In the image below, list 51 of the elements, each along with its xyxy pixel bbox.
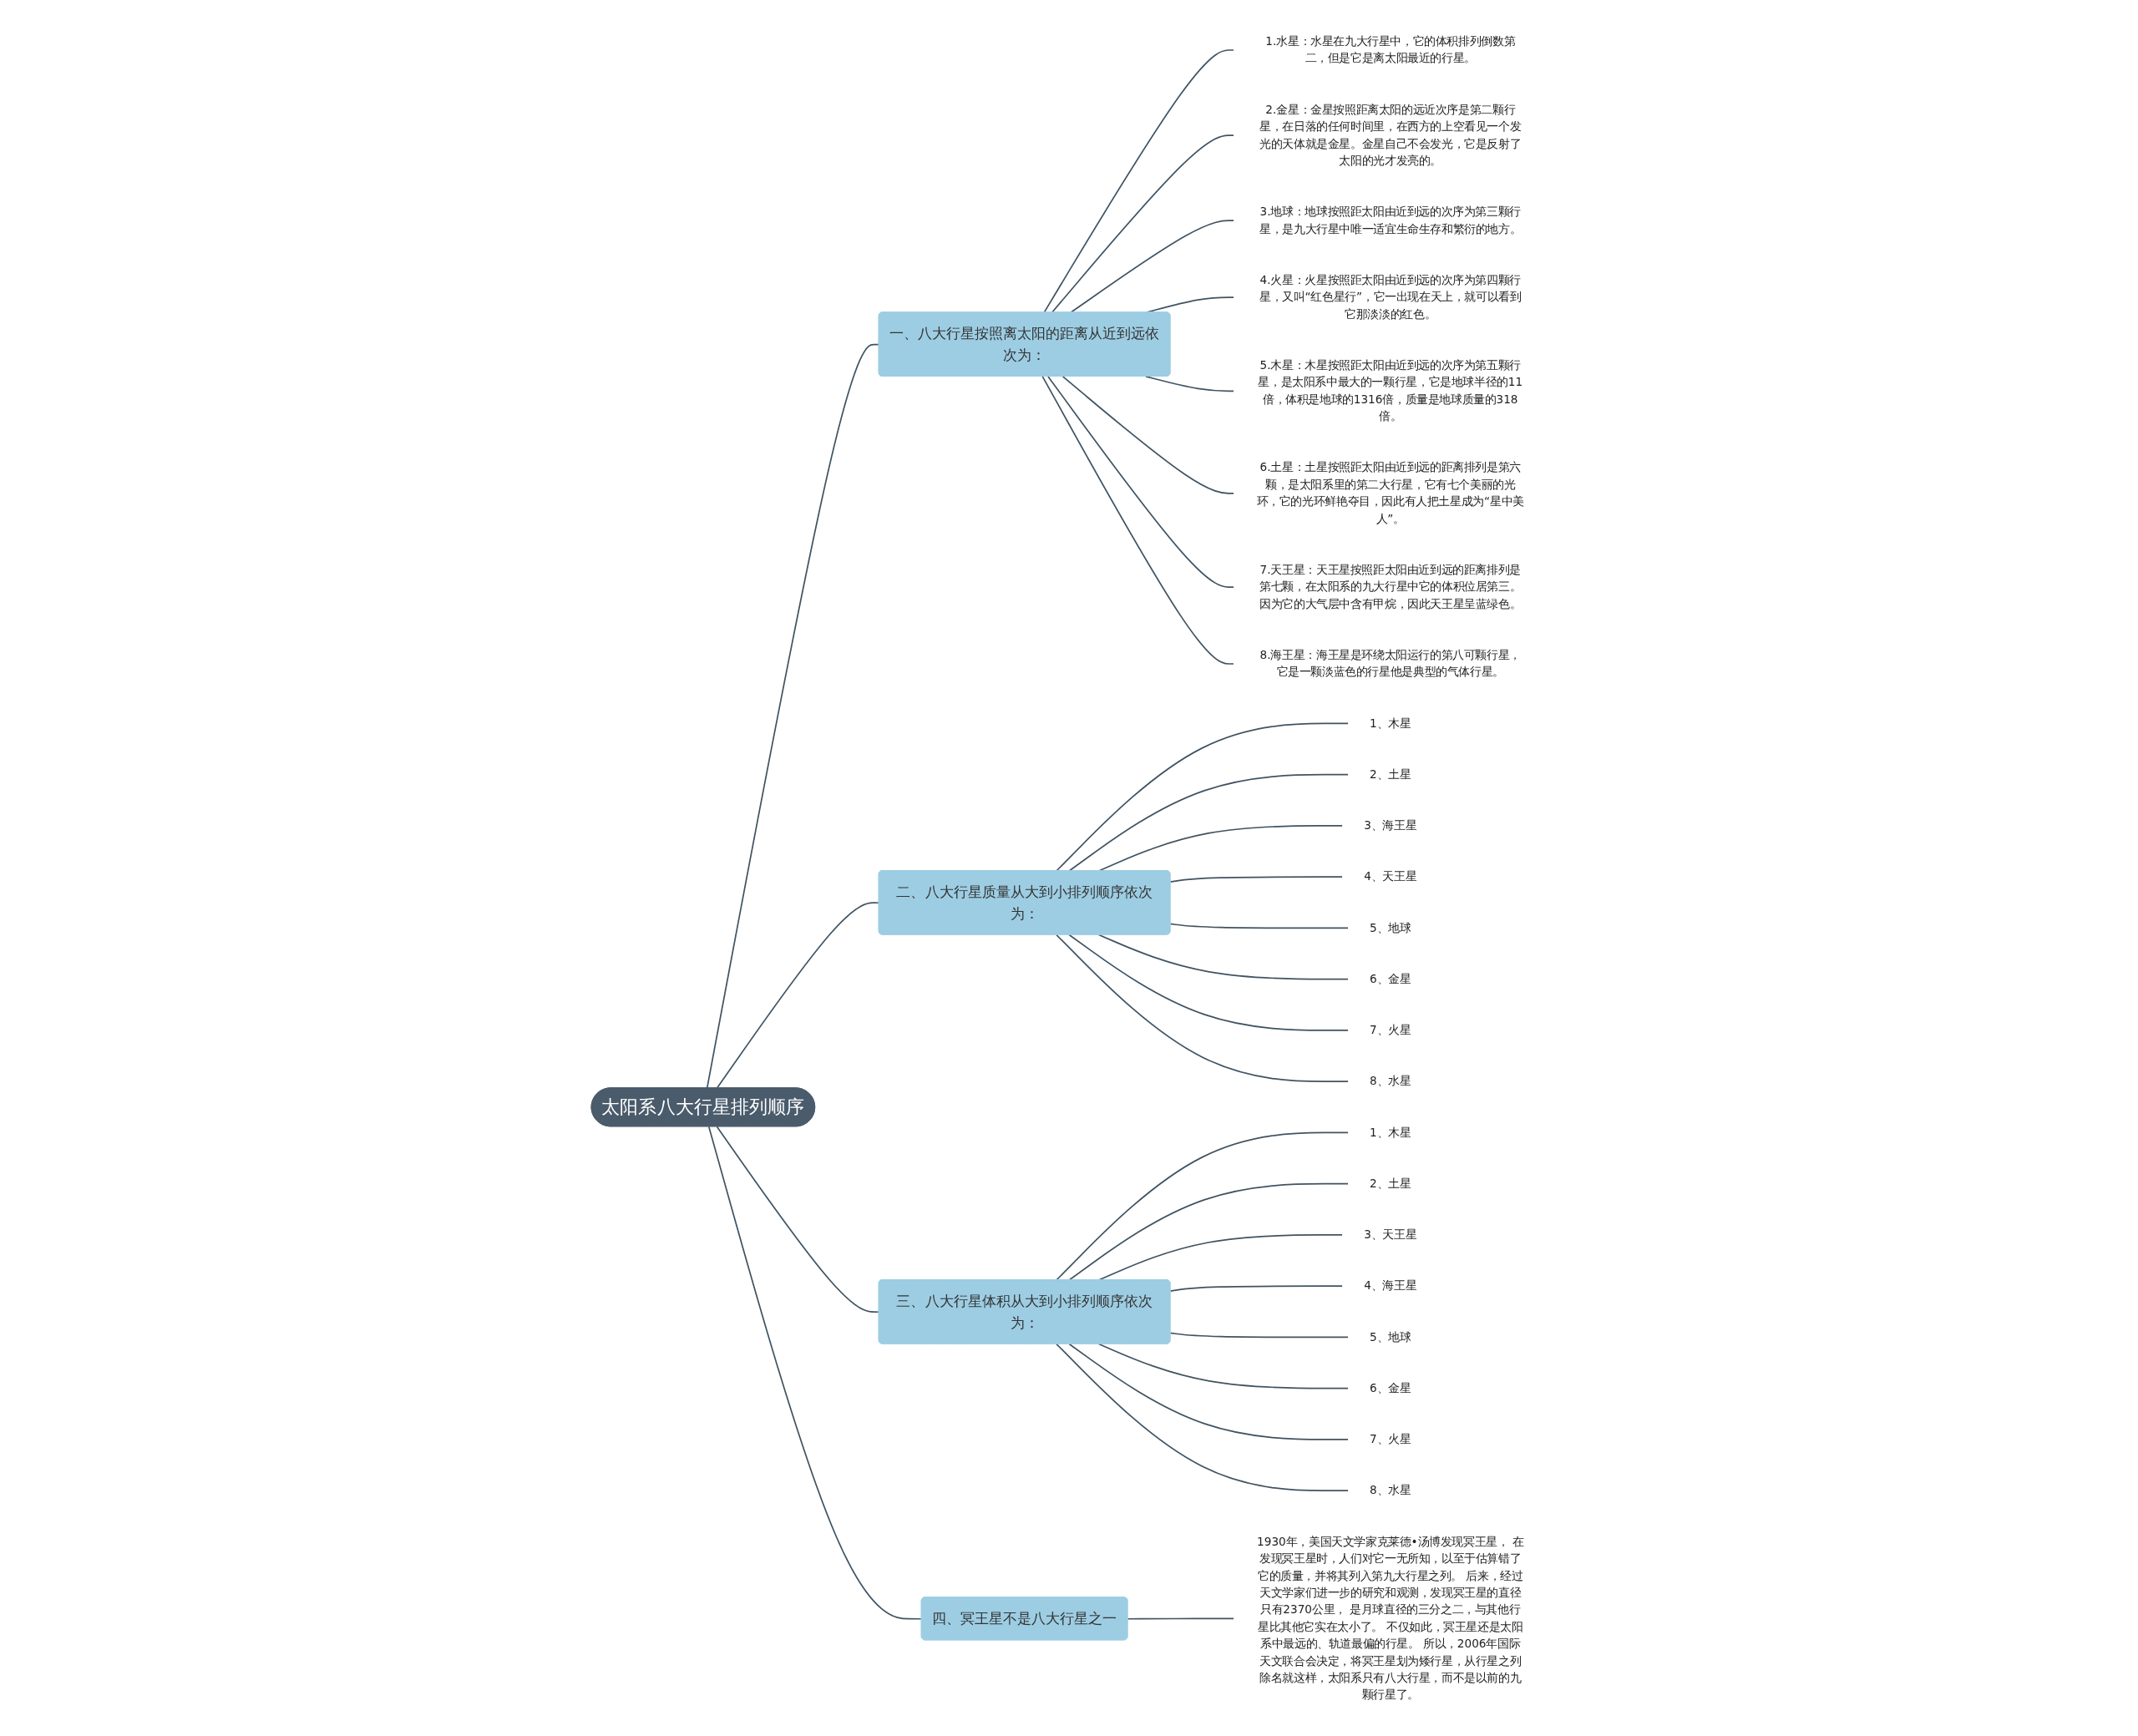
node-text: 6、金星 xyxy=(1369,971,1411,985)
connector xyxy=(1097,934,1350,980)
node-text: 4.火星：火星按照距太阳由近到远的次序为第四颗行星，又叫“红色星行”，它一出现在天上，就可以看到它那淡淡的红色。 xyxy=(1259,272,1522,321)
node-text: 8、水星 xyxy=(1369,1074,1411,1088)
connector xyxy=(1169,1332,1350,1338)
connector xyxy=(1145,375,1235,392)
node-text: 5、地球 xyxy=(1369,920,1411,934)
connector xyxy=(1047,375,1235,588)
node-text: 6.土星：土星按照距太阳由近到远的距离排列是第六颗，是太阳系里的第二大行星，它有七个美丽的光环，它的光环鲜艳夺目，因此有人把土星成为“星中美人”。 xyxy=(1256,460,1524,525)
connector xyxy=(1097,1343,1350,1389)
connector xyxy=(706,343,880,1089)
connector xyxy=(1061,375,1235,494)
connector xyxy=(1070,219,1235,313)
node-text: 4、海王星 xyxy=(1364,1278,1417,1293)
connector xyxy=(1043,48,1235,313)
node-text: 6、金星 xyxy=(1369,1380,1411,1394)
connector xyxy=(1056,722,1350,872)
node-text: 8、水星 xyxy=(1369,1483,1411,1497)
node-text: 5.木星：木星按照距太阳由近到远的次序为第五颗行星，是太阳系中最大的一颗行星，它是地球半径的11倍，体积是地球的1316倍，质量是地球质量的318倍。 xyxy=(1258,357,1523,423)
connector xyxy=(1127,1617,1235,1620)
node-text: 2.金星：金星按照距离太阳的远近次序是第二颗行星，在日落的任何时间里，在西方的上空看见一个发光的天体就是金星。金星自己不会发光，它是反射了太阳的光才发亮的。 xyxy=(1259,102,1522,167)
connector xyxy=(1068,1343,1350,1440)
node-text: 8.海王星：海王星是环绕太阳运行的第八可颗行星，它是一颗淡蓝色的行星他是典型的气体行星。 xyxy=(1259,647,1521,679)
node-text: 1930年，美国天文学家克莱德•汤博发现冥王星， 在发现冥王星时，人们对它一无所知，以至于估算错了它的质量，并将其列入第九大行星之列。 后来，经过天文学家们进一步的研究和观测，发现冥王星的直径只有2370公里， 是月球直径的三分之二，与其他行星比其他它实在太小了。 不仅如此，冥王星还是太阳系中最远的、轨道最偏的行星。 所以，2006年国际天文联合会决定，将冥王星划为矮行星，从行星之列除名就这样，太阳系只有八大行星，而不是以前的九颗行星了。 xyxy=(1257,1534,1524,1702)
node-text: 5、地球 xyxy=(1369,1329,1411,1344)
node-text: 7、火星 xyxy=(1369,1022,1411,1037)
connector xyxy=(1068,934,1350,1031)
node-text: 4、天王星 xyxy=(1364,869,1417,883)
connector xyxy=(1068,773,1350,872)
connector xyxy=(716,1125,880,1313)
node-text: 3.地球：地球按照距太阳由近到远的次序为第三颗行星，是九大行星中唯一适宜生命生存和繁衍的地方。 xyxy=(1259,204,1522,235)
node-text: 3、海王星 xyxy=(1364,817,1417,833)
connector xyxy=(1056,934,1350,1082)
connector xyxy=(1169,1284,1344,1292)
node-text: 7.天王星：天王星按照距太阳由近到远的距离排列是第七颗，在太阳系的九大行星中它的体积位居第三。因为它的大气层中含有甲烷，因此天王星呈蓝绿色。 xyxy=(1259,562,1522,610)
node-text: 3、天王星 xyxy=(1364,1227,1417,1242)
connector xyxy=(1056,1343,1350,1491)
node-text: 2、土星 xyxy=(1369,767,1411,781)
connector xyxy=(1068,1182,1350,1281)
connector xyxy=(1041,375,1235,665)
connector xyxy=(1169,923,1350,929)
node-text: 1、木星 xyxy=(1369,1125,1411,1139)
connector xyxy=(1051,134,1235,313)
node-text: 2、土星 xyxy=(1369,1176,1411,1190)
connector xyxy=(707,1125,923,1620)
node-text: 7、火星 xyxy=(1369,1431,1411,1446)
connector xyxy=(1169,875,1344,883)
connector xyxy=(1056,1131,1350,1281)
connector xyxy=(716,901,880,1089)
node-text: 1.水星：水星在九大行星中，它的体积排列倒数第二，但是它是离太阳最近的行星。 xyxy=(1265,33,1516,65)
node-text: 1、木星 xyxy=(1369,716,1411,730)
